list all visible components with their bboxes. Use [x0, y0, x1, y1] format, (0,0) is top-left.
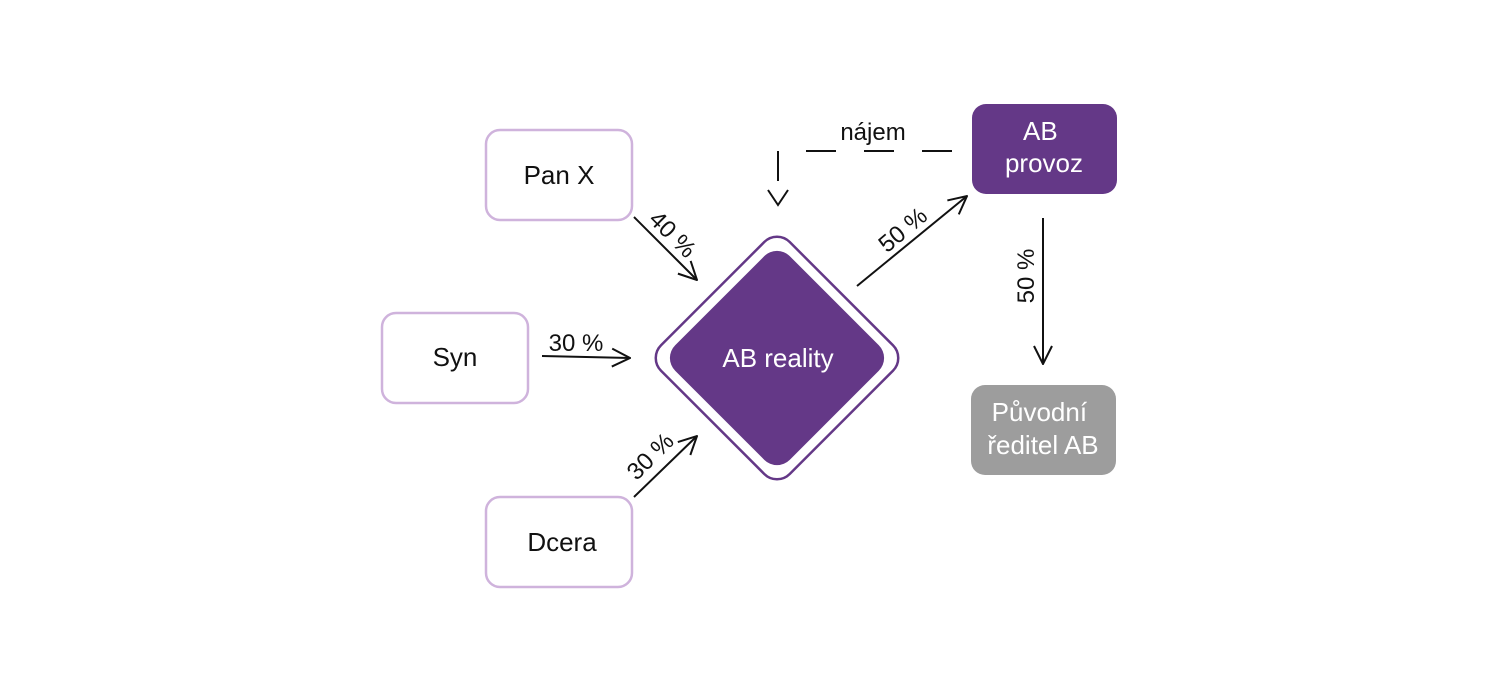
node-ab-provoz-label: AB provoz: [1005, 116, 1083, 178]
edge-lease-arrowhead: [767, 189, 789, 207]
node-pan-x-box: [484, 128, 634, 222]
node-dcera-box: [484, 495, 634, 589]
edge-ab-reality-to-ab-provoz: 50 %: [856, 196, 967, 287]
edge-dcera-to-ab-reality: 30 %: [622, 428, 697, 498]
node-syn-label: Syn: [433, 342, 478, 372]
node-pan-x-label: Pan X: [524, 160, 595, 190]
node-puvodni-reditel-label: Původní ředitel AB: [987, 397, 1098, 460]
node-ab-reality-inner-diamond: [669, 250, 885, 466]
edge-provoz-to-reditel-label: 50 %: [1013, 249, 1040, 304]
node-dcera: Dcera: [484, 495, 634, 589]
node-syn-box: [380, 311, 530, 405]
edge-syn-arrow: [541, 356, 630, 358]
node-ab-provoz-box: [972, 104, 1117, 194]
edge-dcera-label: 30 %: [622, 428, 680, 486]
edge-ab-provoz-to-puvodni-reditel: 50 %: [1013, 218, 1043, 364]
node-puvodni-reditel-box: [971, 385, 1116, 475]
edge-lease-dashed-line: [777, 150, 955, 205]
node-puvodni-reditel-label-line2: ředitel AB: [987, 430, 1098, 460]
edge-lease-provoz-to-reality: nájem: [767, 119, 955, 207]
edge-reality-to-provoz-arrow: [856, 196, 967, 287]
node-puvodni-reditel: Původní ředitel AB: [971, 385, 1116, 475]
edge-reality-to-provoz-label: 50 %: [874, 202, 933, 258]
edge-lease-label: nájem: [840, 119, 905, 146]
node-ab-provoz: AB provoz: [972, 104, 1117, 194]
node-pan-x: Pan X: [484, 128, 634, 222]
node-puvodni-reditel-label-line1: Původní: [992, 397, 1088, 427]
edge-dcera-arrow: [633, 436, 697, 498]
node-ab-provoz-label-line2: provoz: [1005, 148, 1083, 178]
node-dcera-label: Dcera: [527, 527, 597, 557]
node-syn: Syn: [380, 311, 530, 405]
edge-syn-label: 30 %: [549, 330, 604, 357]
edge-pan-x-arrow: [633, 216, 697, 280]
node-ab-provoz-label-line1: AB: [1023, 116, 1058, 146]
node-ab-reality-label: AB reality: [722, 343, 833, 373]
edge-syn-to-ab-reality: 30 %: [541, 330, 630, 358]
edge-pan-x-to-ab-reality: 40 %: [633, 206, 701, 280]
node-ab-reality: AB reality: [654, 235, 900, 481]
